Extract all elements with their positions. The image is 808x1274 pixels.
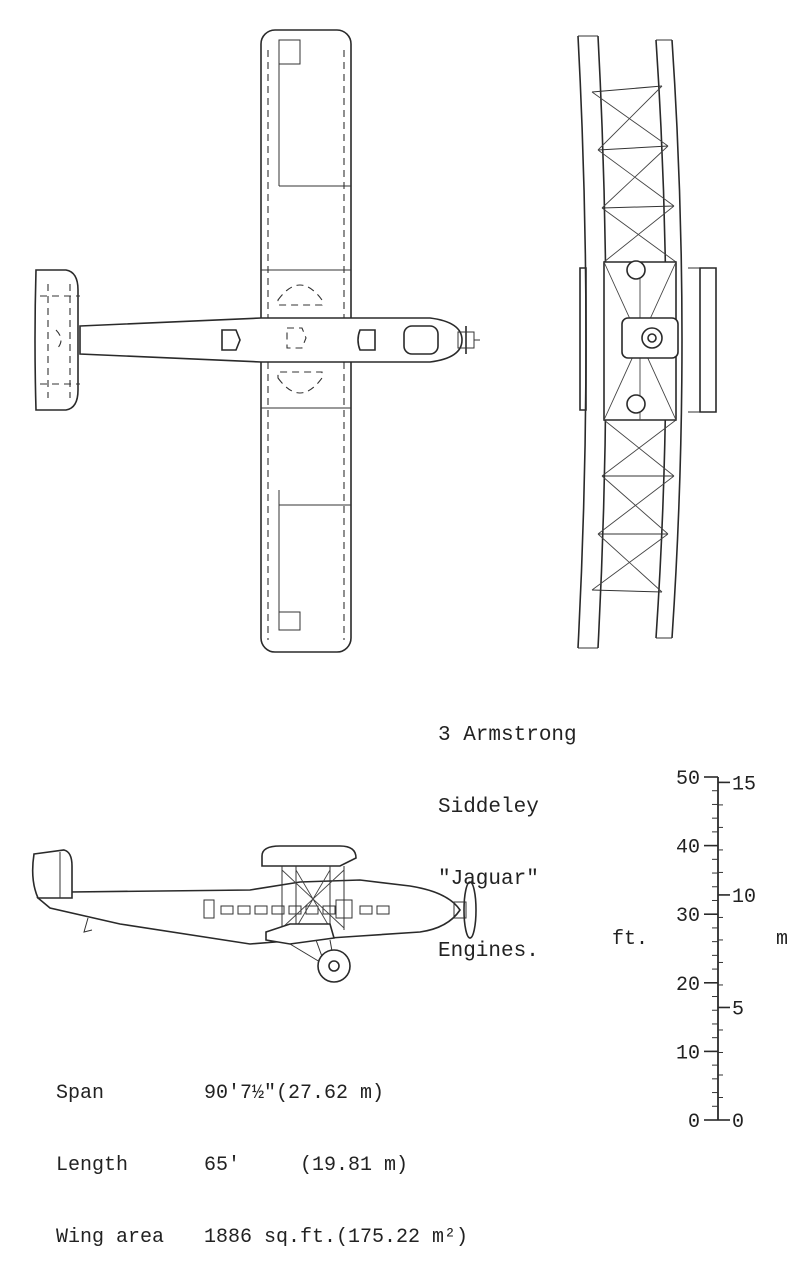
engine-note-line: "Jaguar": [438, 868, 539, 891]
scale-ft-label: ft.: [612, 928, 648, 951]
plan-fuselage: [79, 317, 463, 363]
scale-bar: 0 10 20 30 40 50 0 5 10 15: [676, 768, 756, 1134]
side-upper-wing: [261, 845, 357, 867]
side-propeller: [453, 881, 477, 939]
spec-value: 65' (19.81 m): [204, 1154, 409, 1177]
scale-ft-tick-label: 0: [688, 1111, 700, 1134]
scale-ft-tick-label: 30: [676, 905, 700, 928]
scale-ft-tick-label: 50: [676, 768, 700, 791]
side-windows: [220, 905, 390, 915]
spec-label: Span: [56, 1082, 105, 1105]
scale-m-tick-label: 0: [732, 1111, 744, 1134]
scale-m-tick-label: 15: [732, 773, 756, 796]
spec-value: 90'7½"(27.62 m): [204, 1082, 385, 1105]
three-view-drawing: 0 10 20 30 40 50 0 5 10 15 ft. m: [31, 29, 788, 1134]
spec-label: Length: [56, 1154, 129, 1177]
specifications: Span 90'7½"(27.62 m) Length 65' (19.81 m…: [56, 1034, 468, 1274]
front-view: [577, 35, 717, 649]
spec-wing-area: Wing area 1886 sq.ft.(175.22 m²): [56, 1226, 468, 1250]
side-fuselage: [36, 879, 461, 945]
side-rudder: [31, 849, 73, 899]
spec-span: Span 90'7½"(27.62 m): [56, 1082, 468, 1106]
scale-m-tick-label: 10: [732, 886, 756, 909]
scale-ft-tick-label: 40: [676, 837, 700, 860]
scale-ft-tick-label: 20: [676, 974, 700, 997]
side-view: [31, 845, 477, 983]
engine-note-line: Siddeley: [438, 796, 539, 819]
engine-note: 3 Armstrong Siddeley "Jaguar" Engines.: [438, 676, 577, 988]
spec-length: Length 65' (19.81 m): [56, 1154, 468, 1178]
front-fuselage: [621, 317, 679, 359]
engine-note-line: Engines.: [438, 940, 539, 963]
front-nose-engine: [641, 327, 663, 349]
engine-note-line: 3 Armstrong: [438, 724, 577, 747]
side-wheel: [317, 949, 351, 983]
scale-m-label: m: [776, 928, 788, 951]
spec-value: 1886 sq.ft.(175.22 m²): [204, 1226, 469, 1249]
plan-nose-propeller: [457, 326, 480, 354]
spec-label: Wing area: [56, 1226, 165, 1249]
plan-view: [34, 29, 480, 653]
scale-m-tick-label: 5: [732, 998, 744, 1021]
plan-tailplane: [34, 269, 79, 411]
scale-ft-tick-label: 10: [676, 1042, 700, 1065]
